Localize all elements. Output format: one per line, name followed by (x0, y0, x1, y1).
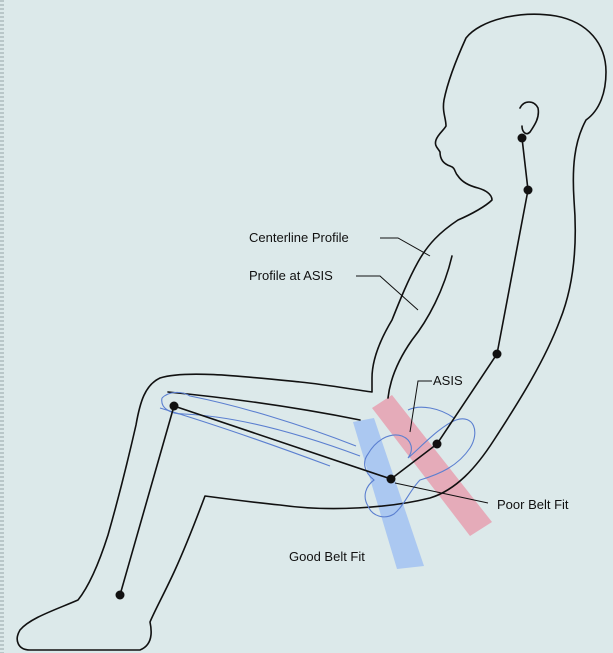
label-poor-belt-fit: Poor Belt Fit (497, 497, 569, 512)
ear (520, 102, 538, 134)
joint-lumbar (493, 350, 502, 359)
label-asis: ASIS (433, 373, 463, 388)
joint-hip (387, 475, 396, 484)
joint-neck (524, 186, 533, 195)
joint-head (518, 134, 527, 143)
ilium-outline (408, 407, 454, 418)
label-profile-at-asis: Profile at ASIS (249, 268, 333, 283)
shin-link (120, 406, 174, 595)
label-centerline-profile: Centerline Profile (249, 230, 349, 245)
joint-knee (170, 402, 179, 411)
thigh-underside (168, 392, 360, 420)
joint-asis (433, 440, 442, 449)
label-good-belt-fit: Good Belt Fit (289, 549, 365, 564)
thigh-link (174, 406, 391, 479)
femur-outline (162, 392, 360, 456)
joint-ankle (116, 591, 125, 600)
